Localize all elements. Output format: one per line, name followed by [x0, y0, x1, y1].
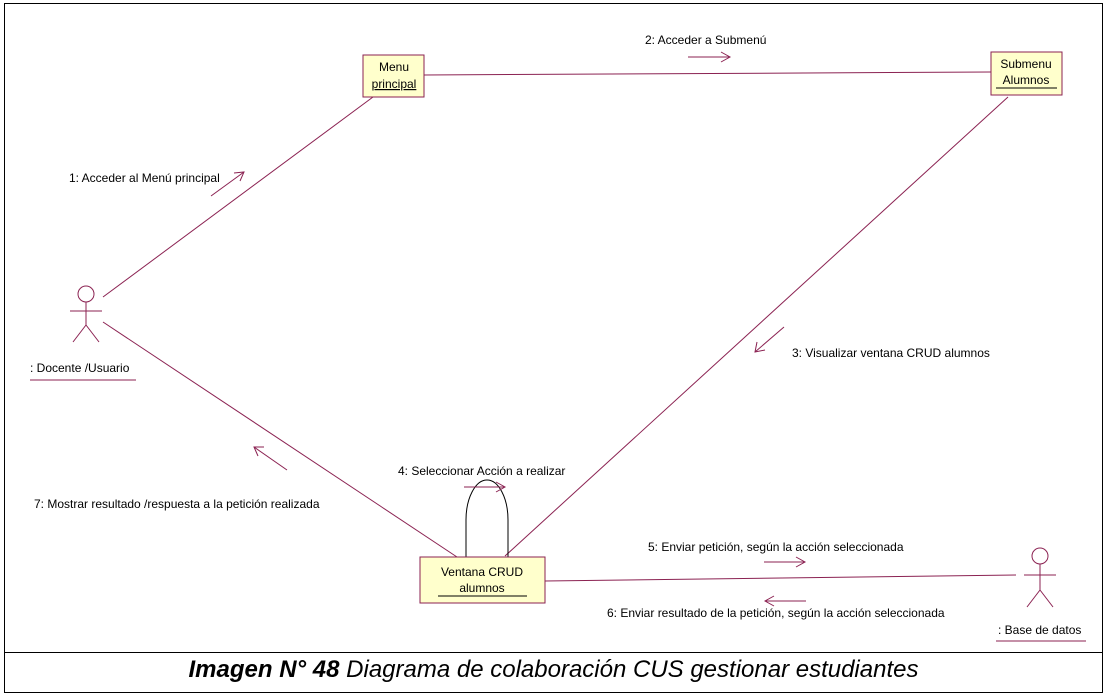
- arrow-m3: [754, 326, 785, 353]
- diagram-frame: [4, 3, 1103, 693]
- message-2-label: 2: Acceder a Submenú: [645, 33, 766, 47]
- message-7-label: 7: Mostrar resultado /respuesta a la pet…: [34, 497, 320, 511]
- link-submenu-ventana: [504, 96, 1009, 557]
- menu-principal-line1: Menu: [379, 60, 409, 74]
- actor-docente[interactable]: [70, 285, 102, 343]
- arrow-m5: [764, 556, 807, 568]
- arrow-m2: [688, 51, 732, 63]
- self-loop-ventana: [465, 479, 509, 557]
- link-menu-submenu: [423, 71, 992, 76]
- ventana-crud-line1: Ventana CRUD: [441, 565, 523, 579]
- caption-number: Imagen N° 48: [188, 656, 340, 683]
- figure-caption: Imagen N° 48 Diagrama de colaboración CU…: [0, 656, 1107, 684]
- object-submenu-alumnos[interactable]: Submenu Alumnos: [990, 51, 1063, 96]
- caption-box: [4, 652, 1103, 693]
- message-3-label: 3: Visualizar ventana CRUD alumnos: [792, 346, 990, 360]
- object-ventana-crud[interactable]: Ventana CRUD alumnos: [419, 556, 546, 604]
- arrow-m1: [210, 171, 245, 197]
- message-5-label: 5: Enviar petición, según la acción sele…: [648, 540, 904, 554]
- object-menu-principal[interactable]: Menu principal: [362, 54, 425, 98]
- menu-principal-line2: principal: [372, 77, 417, 91]
- actor-docente-label: : Docente /Usuario: [30, 361, 130, 375]
- actor-base-datos-label: : Base de datos: [998, 623, 1081, 637]
- arrow-m6: [763, 595, 806, 607]
- submenu-alumnos-line1: Submenu: [1000, 57, 1051, 71]
- link-docente-menu: [102, 96, 374, 298]
- arrow-m7: [253, 446, 288, 471]
- message-4-label: 4: Seleccionar Acción a realizar: [398, 464, 565, 478]
- ventana-crud-line2: alumnos: [459, 581, 504, 595]
- link-docente-ventana: [102, 321, 458, 558]
- caption-text: Diagrama de colaboración CUS gestionar e…: [346, 656, 919, 683]
- message-1-label: 1: Acceder al Menú principal: [69, 171, 220, 185]
- link-ventana-basedatos: [544, 574, 1017, 582]
- submenu-alumnos-line2: Alumnos: [1003, 73, 1050, 87]
- arrow-m4: [464, 481, 507, 493]
- actor-base-datos[interactable]: [1024, 547, 1056, 608]
- message-6-label: 6: Enviar resultado de la petición, segú…: [607, 606, 945, 620]
